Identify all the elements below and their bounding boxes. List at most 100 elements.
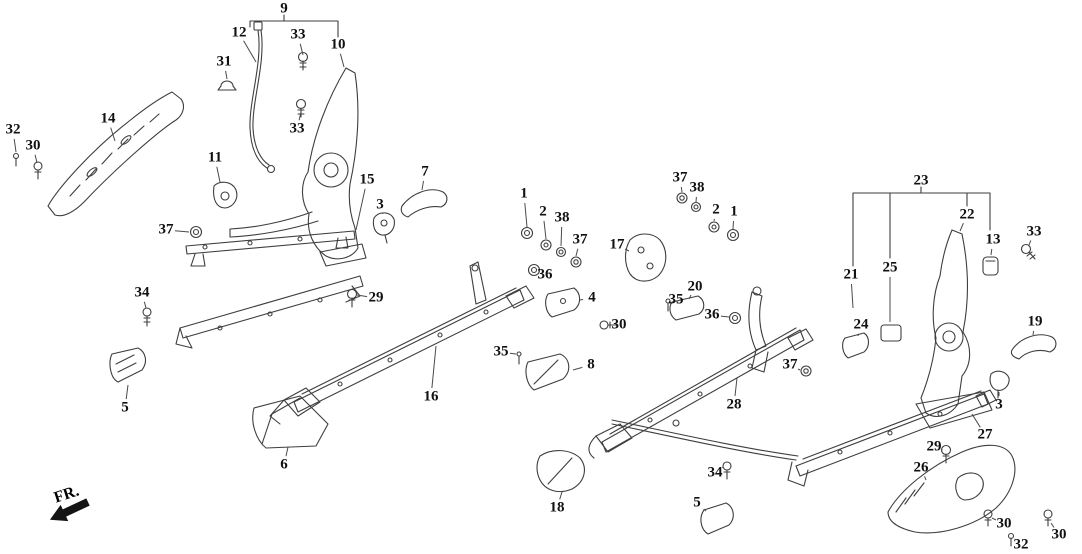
leader-line-21 [851,283,854,309]
leader-line-8 [572,366,583,371]
bracket-4 [545,287,581,318]
part-callout-33: 33 [289,120,305,137]
bracket-8 [525,353,570,391]
part-callout-6: 6 [280,456,288,473]
part-callout-34: 34 [134,284,150,301]
part-callout-7: 7 [421,163,429,180]
leader-line-6 [285,446,289,457]
leader-line-37 [797,368,801,371]
right-outer-rail-27 [787,389,997,487]
side-cover-26 [887,444,1016,534]
left-wall-bracket-14 [47,91,185,217]
leader-line-35 [509,352,517,355]
leader-line-7 [421,180,424,191]
leader-line-35 [667,301,672,304]
leader-line-16 [431,345,437,389]
leader-line-13 [990,248,993,256]
part-callout-23: 23 [913,172,929,189]
part-callout-1: 1 [730,203,738,220]
nut-37-mid [570,256,582,268]
part-callout-12: 12 [231,24,247,41]
bolt-30-left [33,161,43,180]
nut-38-left [555,246,567,258]
leader-line-38 [560,226,563,247]
part-callout-32: 32 [5,121,21,138]
part-callout-1: 1 [520,185,528,202]
leader-line-5 [703,508,707,512]
part-callout-15: 15 [359,171,375,188]
right-recliner-adjuster-22 [915,229,993,429]
part-callout-30: 30 [25,137,41,154]
part-callout-17: 17 [609,236,625,253]
nut-37-left [189,225,203,239]
bolt-29-right [940,444,952,464]
spacer-25 [880,324,902,342]
bracket-24 [842,332,870,359]
part-callout-37: 37 [158,221,174,238]
part-callout-26: 26 [913,459,929,476]
bushing-2-right [708,221,720,233]
part-callout-24: 24 [853,316,869,333]
leader-line-1 [524,202,528,228]
leader-line-37 [575,248,579,257]
nut-38-right [690,201,702,213]
part-callout-2: 2 [712,201,720,218]
part-callout-37: 37 [572,231,588,248]
part-callout-37: 37 [782,356,798,373]
bracket-20 [669,295,705,321]
bolt-34-left [142,307,152,327]
cover-5-left [109,347,147,383]
bracket-19 [1010,334,1057,360]
bolt-30-cover-left [983,509,993,527]
leader-line-26 [924,476,927,481]
bolt-29-left [346,288,358,308]
callout-bracket-9 [249,14,339,38]
left-recliner-adjuster-10 [229,67,367,267]
part-callout-16: 16 [423,388,439,405]
leader-line-30 [34,154,38,164]
leader-line-33 [299,43,304,56]
cable-clip-31 [217,80,237,91]
part-callout-35: 35 [493,343,509,360]
leader-line-32 [13,138,17,153]
part-callout-33: 33 [1026,223,1042,240]
leader-line-14 [110,127,116,142]
leader-line-36 [720,315,730,318]
part-callout-29: 29 [368,289,384,306]
part-callout-14: 14 [100,110,116,127]
part-callout-21: 21 [843,266,859,283]
part-callout-30: 30 [1051,526,1067,543]
bracket-17 [624,233,667,282]
part-callout-27: 27 [977,426,993,443]
leader-line-15 [355,188,366,231]
bushing-2-left [540,239,552,251]
bushing-1-right [726,228,740,242]
screw-32-right [1007,532,1015,547]
leader-line-28 [734,377,738,397]
leader-line-18 [559,491,563,500]
center-right-rail-28 [588,286,814,461]
part-callout-5: 5 [693,494,701,511]
leader-line-24 [857,333,860,337]
bolt-33-right [1020,243,1036,260]
recline-cable [249,21,276,174]
part-callout-19: 19 [1027,313,1043,330]
part-callout-36: 36 [537,266,553,283]
leader-line-19 [1032,330,1035,336]
part-callout-33: 33 [290,26,306,43]
leader-line-34 [721,466,724,469]
part-callout-37: 37 [672,169,688,186]
knob-13 [982,256,999,276]
bracket-18 [536,450,585,493]
leader-line-17 [624,248,630,252]
part-callout-34: 34 [707,464,723,481]
leader-line-2 [543,220,547,240]
front-arrow-icon [49,498,90,522]
part-callout-30: 30 [996,515,1012,532]
leader-line-31 [225,70,228,80]
part-callout-36: 36 [704,306,720,323]
part-callout-9: 9 [280,0,288,17]
leader-line-30 [991,517,997,521]
